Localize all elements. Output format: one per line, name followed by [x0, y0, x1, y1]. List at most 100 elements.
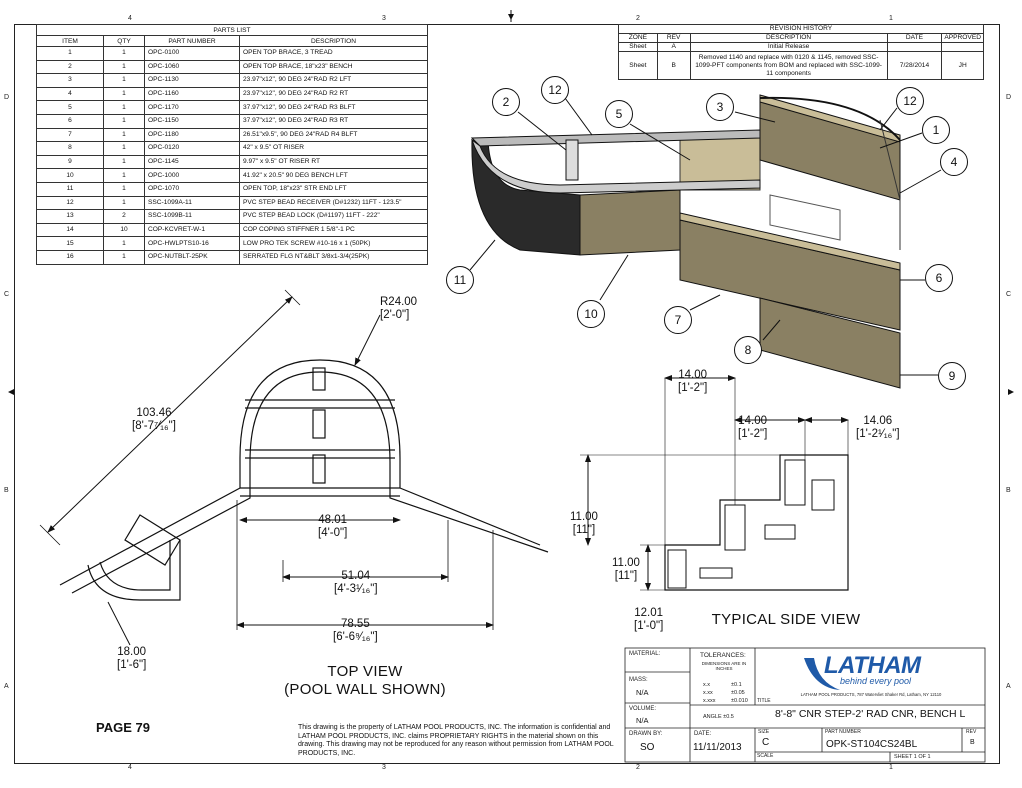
dim-side-c-ft: [1'-2¹⁄₁₆"]	[856, 428, 900, 440]
drawn-by-label: DRAWN BY:	[629, 731, 663, 737]
parts-cell-item: 16	[36, 249, 104, 265]
drawing-frame	[14, 24, 1000, 764]
dim-side-a: 14.00 [1'-2"]	[678, 369, 707, 395]
revision-history-table: REVISION HISTORY ZONE REV DESCRIPTION DA…	[618, 24, 984, 80]
scale-label: SCALE	[757, 753, 774, 759]
dim-diagonal-value: 103.46	[136, 407, 172, 419]
dim-48: 48.01 [4'-0"]	[318, 514, 347, 540]
part-number-value: OPK-ST104CS24BL	[826, 739, 918, 750]
dim-side-c-value: 14.06	[863, 415, 893, 427]
dim-51-ft: [4'-3¹⁄₁₆"]	[334, 583, 378, 595]
angle-tolerance: ANGLE ±0.5	[703, 714, 734, 720]
balloon-12-right: 12	[896, 87, 924, 115]
tol-xx-value: ±0.1	[731, 682, 742, 688]
zone-side-a-right: A	[1006, 683, 1011, 690]
top-view-title: TOP VIEW (POOL WALL SHOWN)	[270, 663, 460, 699]
parts-header-description: DESCRIPTION	[239, 35, 428, 47]
parts-header-item: ITEM	[36, 35, 104, 47]
side-view-drawing	[580, 375, 849, 591]
dim-side-f: 12.01 [1'-0"]	[634, 607, 663, 633]
logo-wordmark: LATHAM	[824, 652, 921, 679]
rev-approved: JH	[941, 51, 984, 80]
dim-side-f-ft: [1'-0"]	[634, 620, 664, 632]
balloon-8: 8	[734, 336, 762, 364]
balloon-6: 6	[925, 264, 953, 292]
tol-xxxx-value: ±0.010	[731, 698, 748, 704]
revision-row: Sheet B Removed 1140 and replace with 01…	[618, 51, 984, 80]
dim-78-value: 78.55	[340, 618, 370, 630]
zone-side-d: D	[4, 94, 10, 101]
zone-bottom-2: 2	[636, 764, 640, 771]
zone-side-b-right: B	[1006, 487, 1011, 494]
balloon-12: 12	[541, 76, 569, 104]
title-label: TITLE	[757, 698, 771, 704]
volume-label: VOLUME:	[629, 706, 657, 712]
dim-51: 51.04 [4'-3¹⁄₁₆"]	[334, 570, 378, 596]
rev-rev: B	[656, 51, 691, 80]
top-view-title-line2: (POOL WALL SHOWN)	[284, 681, 446, 698]
dim-48-ft: [4'-0"]	[318, 527, 348, 539]
rev-zone: Sheet	[618, 51, 658, 80]
volume-value: N/A	[636, 716, 649, 725]
balloon-3: 3	[706, 93, 734, 121]
zone-bottom-1: 1	[889, 764, 893, 771]
dim-51-value: 51.04	[341, 570, 371, 582]
mass-value: N/A	[636, 688, 649, 697]
dim-diagonal: 103.46 [8'-7⁷⁄₁₆"]	[132, 407, 176, 433]
dim-side-e: 11.00 [11"]	[612, 557, 640, 583]
dim-side-a-value: 14.00	[678, 369, 708, 381]
dim-side-e-ft: [11"]	[614, 570, 638, 582]
dim-side-b-ft: [1'-2"]	[738, 428, 768, 440]
zone-top-3: 3	[382, 15, 386, 22]
dim-radius-ft: [2'-0"]	[380, 309, 410, 321]
dim-side-b: 14.00 [1'-2"]	[738, 415, 767, 441]
dim-diagonal-ft: [8'-7⁷⁄₁₆"]	[132, 420, 176, 432]
parts-cell-part-number: OPC-NUTBLT-25PK	[144, 249, 240, 265]
zone-top-2: 2	[636, 15, 640, 22]
rev-label: REV	[966, 729, 977, 735]
dim-side-e-value: 11.00	[612, 557, 640, 569]
balloon-11: 11	[446, 266, 474, 294]
date-label: DATE:	[694, 731, 712, 737]
dim-side-b-value: 14.00	[738, 415, 768, 427]
rev-date: 7/28/2014	[886, 51, 943, 80]
side-view-title: TYPICAL SIDE VIEW	[711, 611, 861, 628]
dim-side-c: 14.06 [1'-2¹⁄₁₆"]	[856, 415, 900, 441]
tol-xxx-value: ±0.05	[731, 690, 745, 696]
dim-side-f-value: 12.01	[634, 607, 664, 619]
dim-78: 78.55 [6'-6⁹⁄₁₆"]	[333, 618, 378, 644]
latham-logo: LATHAM behind every pool	[800, 652, 950, 696]
sheet-number: SHEET 1 OF 1	[894, 754, 931, 760]
dim-side-d-ft: [11"]	[572, 524, 596, 536]
size-label: SIZE	[758, 729, 770, 735]
zone-side-b: B	[4, 487, 9, 494]
zone-top-4: 4	[128, 15, 132, 22]
dim-18-value: 18.00	[117, 646, 147, 658]
tol-xxxx: x.xxx	[703, 698, 716, 704]
zone-top-1: 1	[889, 15, 893, 22]
material-label: MATERIAL:	[629, 651, 661, 657]
dim-48-value: 48.01	[318, 514, 348, 526]
dim-side-d-value: 11.00	[570, 511, 598, 523]
zone-side-c: C	[4, 291, 10, 298]
dim-side-d: 11.00 [11"]	[570, 511, 598, 537]
rev-description: Removed 1140 and replace with 0120 & 114…	[689, 51, 888, 80]
balloon-2: 2	[492, 88, 520, 116]
tol-xx: x.x	[703, 682, 711, 688]
parts-header-part-number: PART NUMBER	[144, 35, 240, 47]
tolerances-note: DIMENSIONS ARE IN INCHES	[701, 661, 747, 671]
mass-label: MASS:	[629, 677, 648, 683]
balloon-1: 1	[922, 116, 950, 144]
company-address: LATHAM POOL PRODUCTS, 787 Watervliet Sha…	[800, 692, 942, 697]
